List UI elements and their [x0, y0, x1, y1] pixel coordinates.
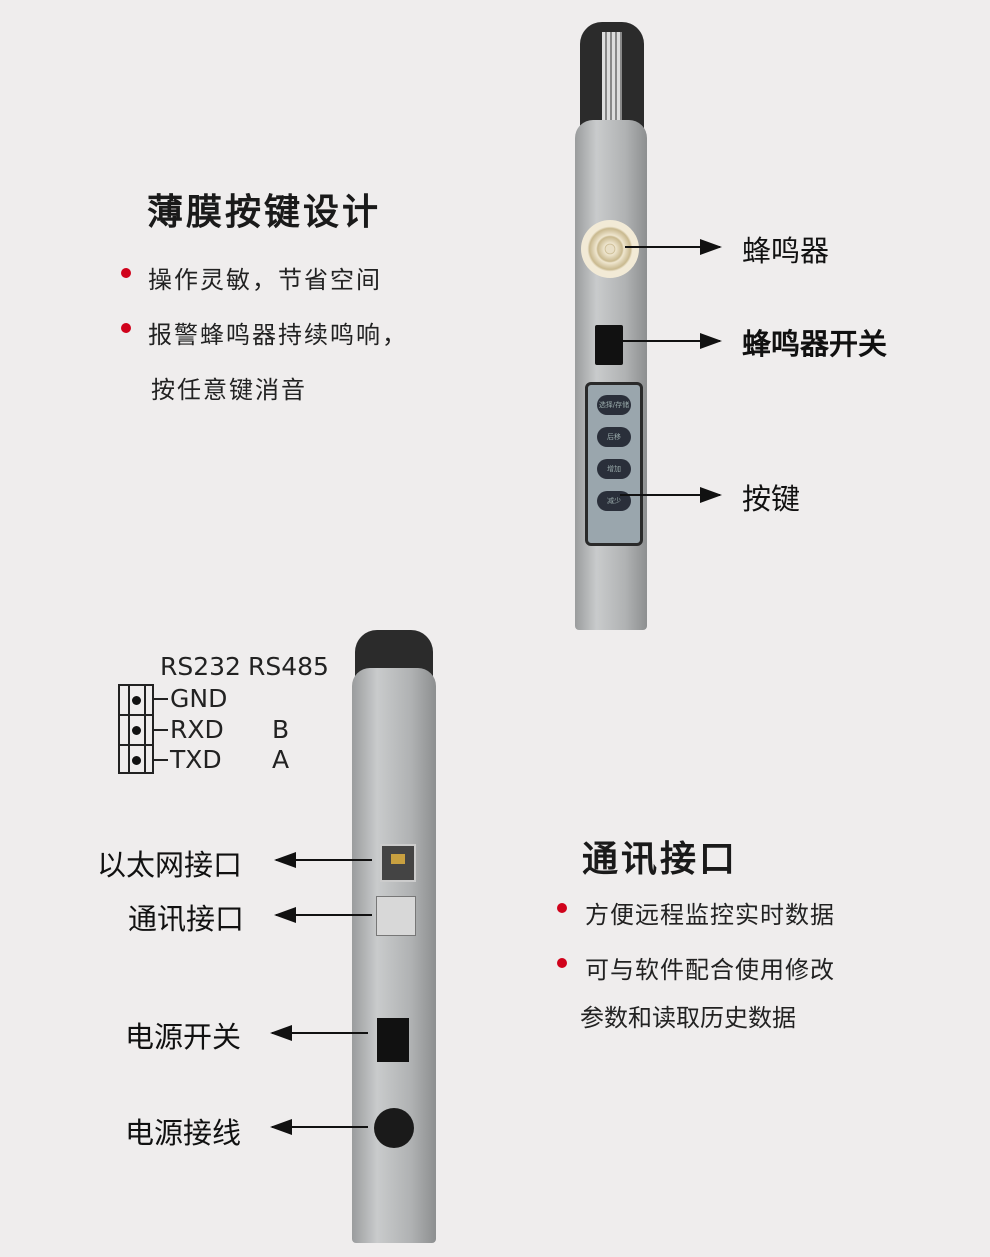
- comm-bullet-2-cont: 参数和读取历史数据: [580, 1004, 796, 1032]
- comm-bullet-2: 可与软件配合使用修改: [585, 956, 835, 984]
- arrow-left-icon: [270, 1025, 368, 1041]
- label-comm: 通讯接口: [128, 902, 245, 936]
- comm-title: 通讯接口: [582, 839, 739, 880]
- power-cable-gland: [374, 1108, 414, 1148]
- terminal-diagram: [118, 684, 154, 774]
- buzzer-icon: [581, 220, 639, 278]
- keypad: 选择/存储 后移 增加 减少: [585, 382, 643, 546]
- membrane-bullet-2: 报警蜂鸣器持续鸣响，: [148, 321, 408, 349]
- comm-bullet-1: 方便远程监控实时数据: [585, 901, 835, 929]
- label-keys: 按键: [742, 482, 801, 516]
- key-select-store[interactable]: 选择/存储: [597, 395, 631, 415]
- bullet-dot: [557, 958, 567, 968]
- pin-header-rs232: RS232: [160, 652, 241, 681]
- bullet-dot: [121, 268, 131, 278]
- arrow-right-icon: [625, 239, 722, 255]
- front-device: 选择/存储 后移 增加 减少: [575, 120, 647, 630]
- pin-header-rs485: RS485: [248, 652, 329, 681]
- key-increase[interactable]: 增加: [597, 459, 631, 479]
- pin-txd: TXD: [170, 745, 222, 774]
- buzzer-switch[interactable]: [595, 325, 623, 365]
- membrane-title: 薄膜按键设计: [147, 192, 382, 233]
- pin-gnd: GND: [170, 684, 228, 713]
- arrow-right-icon: [620, 487, 722, 503]
- membrane-bullet-1: 操作灵敏，节省空间: [148, 266, 382, 294]
- bullet-dot: [121, 323, 131, 333]
- sensor-probe: [580, 22, 644, 132]
- key-decrease[interactable]: 减少: [597, 491, 631, 511]
- membrane-bullet-2-cont: 按任意键消音: [151, 376, 307, 404]
- label-ethernet: 以太网接口: [97, 848, 243, 882]
- pin-b: B: [272, 715, 290, 744]
- arrow-left-icon: [274, 907, 372, 923]
- arrow-right-icon: [610, 333, 722, 349]
- arrow-left-icon: [274, 852, 372, 868]
- back-device: [352, 668, 436, 1243]
- label-buzzer-switch: 蜂鸣器开关: [742, 327, 888, 361]
- label-buzzer: 蜂鸣器: [742, 234, 830, 268]
- arrow-left-icon: [270, 1119, 368, 1135]
- key-back[interactable]: 后移: [597, 427, 631, 447]
- label-power-cable: 电源接线: [125, 1116, 242, 1150]
- label-power-switch: 电源开关: [125, 1020, 242, 1054]
- comm-terminal: [376, 896, 416, 936]
- power-switch[interactable]: [377, 1018, 409, 1062]
- ethernet-port: [380, 844, 416, 882]
- pin-rxd: RXD: [170, 715, 224, 744]
- pin-a: A: [272, 745, 290, 774]
- bullet-dot: [557, 903, 567, 913]
